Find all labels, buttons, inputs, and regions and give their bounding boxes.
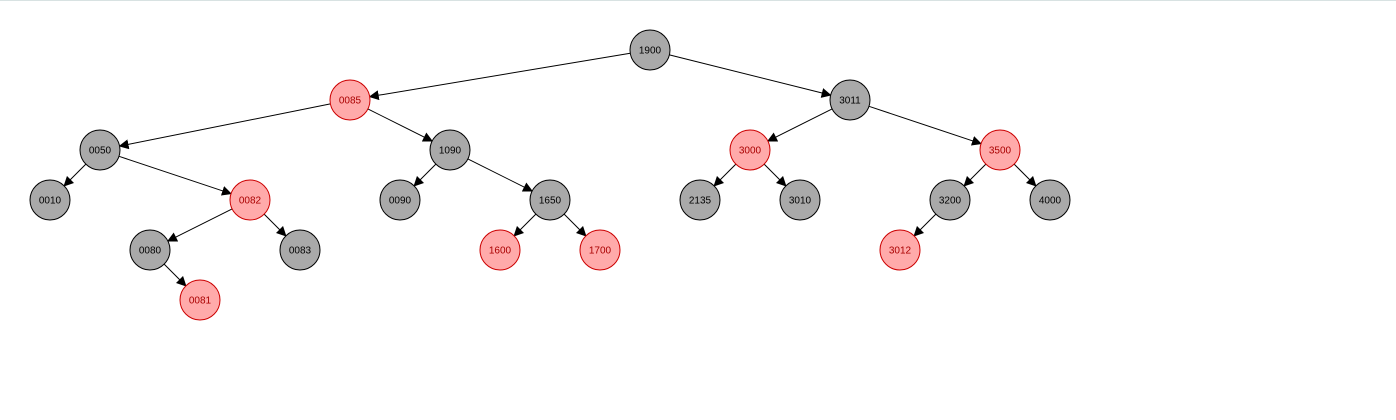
tree-edge [263, 213, 287, 237]
tree-edge [63, 163, 87, 187]
black-node-circle [29, 179, 71, 221]
tree-node: 1650 [529, 179, 571, 221]
tree-node: 0085 [329, 79, 371, 121]
tree-edge [368, 52, 631, 101]
node-label: 3500 [989, 146, 1012, 157]
black-node-circle [129, 229, 171, 271]
tree-node: 0081 [179, 279, 221, 321]
red-node-circle [179, 279, 221, 321]
red-node-circle [979, 129, 1021, 171]
node-label: 0081 [189, 296, 212, 307]
black-node-circle [379, 179, 421, 221]
tree-node: 0010 [29, 179, 71, 221]
red-node-circle [879, 229, 921, 271]
tree-node: 2135 [679, 179, 721, 221]
tree-edge [963, 163, 987, 187]
node-label: 1700 [589, 246, 612, 257]
tree-node: 1600 [479, 229, 521, 271]
node-label: 3010 [789, 196, 812, 207]
black-node-circle [429, 129, 471, 171]
node-label: 0050 [89, 146, 112, 157]
node-label: 0080 [139, 246, 162, 257]
tree-node: 3011 [829, 79, 871, 121]
tree-edge [413, 163, 437, 187]
node-label: 0090 [389, 196, 412, 207]
black-node-circle [79, 129, 121, 171]
node-label: 0010 [39, 196, 62, 207]
tree-edge [1013, 163, 1037, 187]
tree-node: 1700 [579, 229, 621, 271]
node-label: 4000 [1039, 196, 1062, 207]
black-node-circle [1029, 179, 1071, 221]
node-label: 3200 [939, 196, 962, 207]
tree-edge [118, 155, 232, 196]
tree-node: 3200 [929, 179, 971, 221]
tree-edge [766, 108, 833, 142]
node-label: 0083 [289, 246, 312, 257]
tree-node: 3500 [979, 129, 1021, 171]
tree-node: 0050 [79, 129, 121, 171]
node-label: 1090 [439, 146, 462, 157]
node-label: 0085 [339, 96, 362, 107]
node-label: 1900 [639, 46, 662, 57]
tree-node: 0083 [279, 229, 321, 271]
tree-edge [166, 208, 233, 242]
tree-node: 1900 [629, 29, 671, 71]
tree-node: 1090 [429, 129, 471, 171]
tree-edge [763, 163, 787, 187]
black-node-circle [279, 229, 321, 271]
tree-edge [913, 213, 937, 237]
node-label: 1650 [539, 196, 562, 207]
tree-edge [367, 108, 434, 142]
tree-node: 3010 [779, 179, 821, 221]
tree-edge [513, 213, 537, 237]
red-node-circle [329, 79, 371, 121]
node-label: 3011 [839, 96, 861, 107]
tree-node: 4000 [1029, 179, 1071, 221]
tree-edge [868, 105, 982, 146]
edges-layer [63, 52, 1037, 287]
tree-edge [563, 213, 587, 237]
node-label: 1600 [489, 246, 512, 257]
tree-node: 0080 [129, 229, 171, 271]
node-label: 0082 [239, 196, 262, 207]
tree-node: 0090 [379, 179, 421, 221]
red-node-circle [229, 179, 271, 221]
tree-node: 3012 [879, 229, 921, 271]
red-node-circle [729, 129, 771, 171]
black-node-circle [629, 29, 671, 71]
black-node-circle [779, 179, 821, 221]
black-node-circle [679, 179, 721, 221]
tree-node: 0082 [229, 179, 271, 221]
node-label: 2135 [689, 196, 712, 207]
nodes-layer: 1900 0085 3011 0050 1090 3000 3500 0010 0082 0090… [29, 29, 1071, 321]
black-node-circle [529, 179, 571, 221]
tree-node: 3000 [729, 129, 771, 171]
node-label: 3012 [889, 246, 912, 257]
tree-edge [118, 103, 331, 150]
red-node-circle [479, 229, 521, 271]
black-node-circle [929, 179, 971, 221]
red-node-circle [579, 229, 621, 271]
tree-edge [669, 54, 832, 98]
tree-edge [713, 163, 737, 187]
black-node-circle [829, 79, 871, 121]
tree-edge [467, 158, 534, 192]
tree-edge [163, 263, 187, 287]
node-label: 3000 [739, 146, 762, 157]
top-border [0, 0, 1396, 1]
